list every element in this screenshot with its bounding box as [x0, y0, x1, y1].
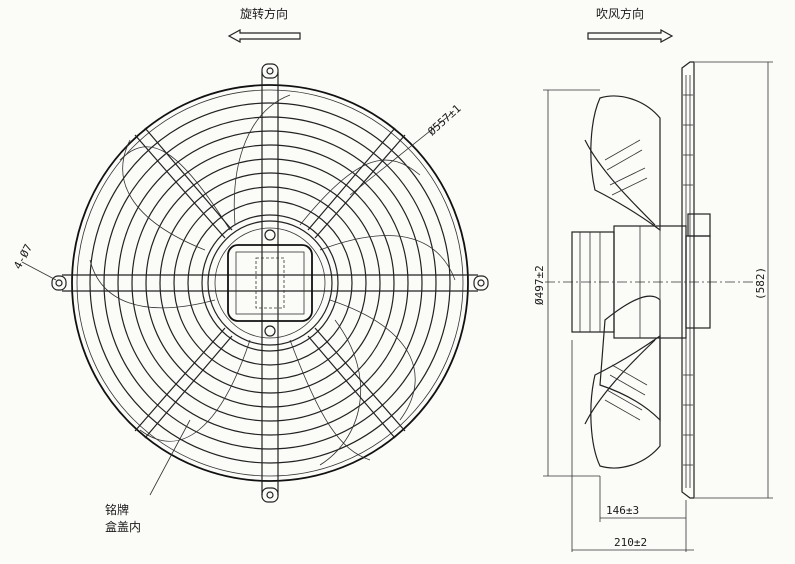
nameplate-label-1: 铭牌 — [105, 502, 129, 517]
nameplate-label-2: 盒盖内 — [105, 519, 141, 534]
holes-leader — [21, 261, 57, 281]
mounting-tabs — [51, 63, 489, 503]
rotation-direction-label: 旋转方向 — [240, 6, 288, 21]
side-motor — [571, 213, 711, 339]
guard-spokes — [62, 72, 478, 495]
side-blades — [584, 95, 661, 469]
arrow-right-icon — [587, 28, 674, 44]
airflow-direction-label: 吹风方向 — [596, 6, 644, 21]
inner-depth-label: 146±3 — [606, 504, 639, 517]
blade-diameter-label: Ø497±2 — [533, 265, 546, 305]
motor-hub — [207, 220, 333, 346]
total-depth-label: 210±2 — [614, 536, 647, 549]
nameplate-leader — [149, 419, 191, 496]
side-view: Ø497±2 (582) 146±3 210±2 — [533, 61, 773, 552]
diameter-leader — [349, 114, 451, 196]
fan-blades — [89, 94, 456, 466]
front-view: Ø557±1 4-Ø7 铭牌 盒盖内 — [11, 63, 489, 534]
height-label: (582) — [754, 267, 767, 300]
outer-diameter-label: Ø557±1 — [425, 102, 463, 138]
arrow-left-icon — [227, 28, 301, 44]
